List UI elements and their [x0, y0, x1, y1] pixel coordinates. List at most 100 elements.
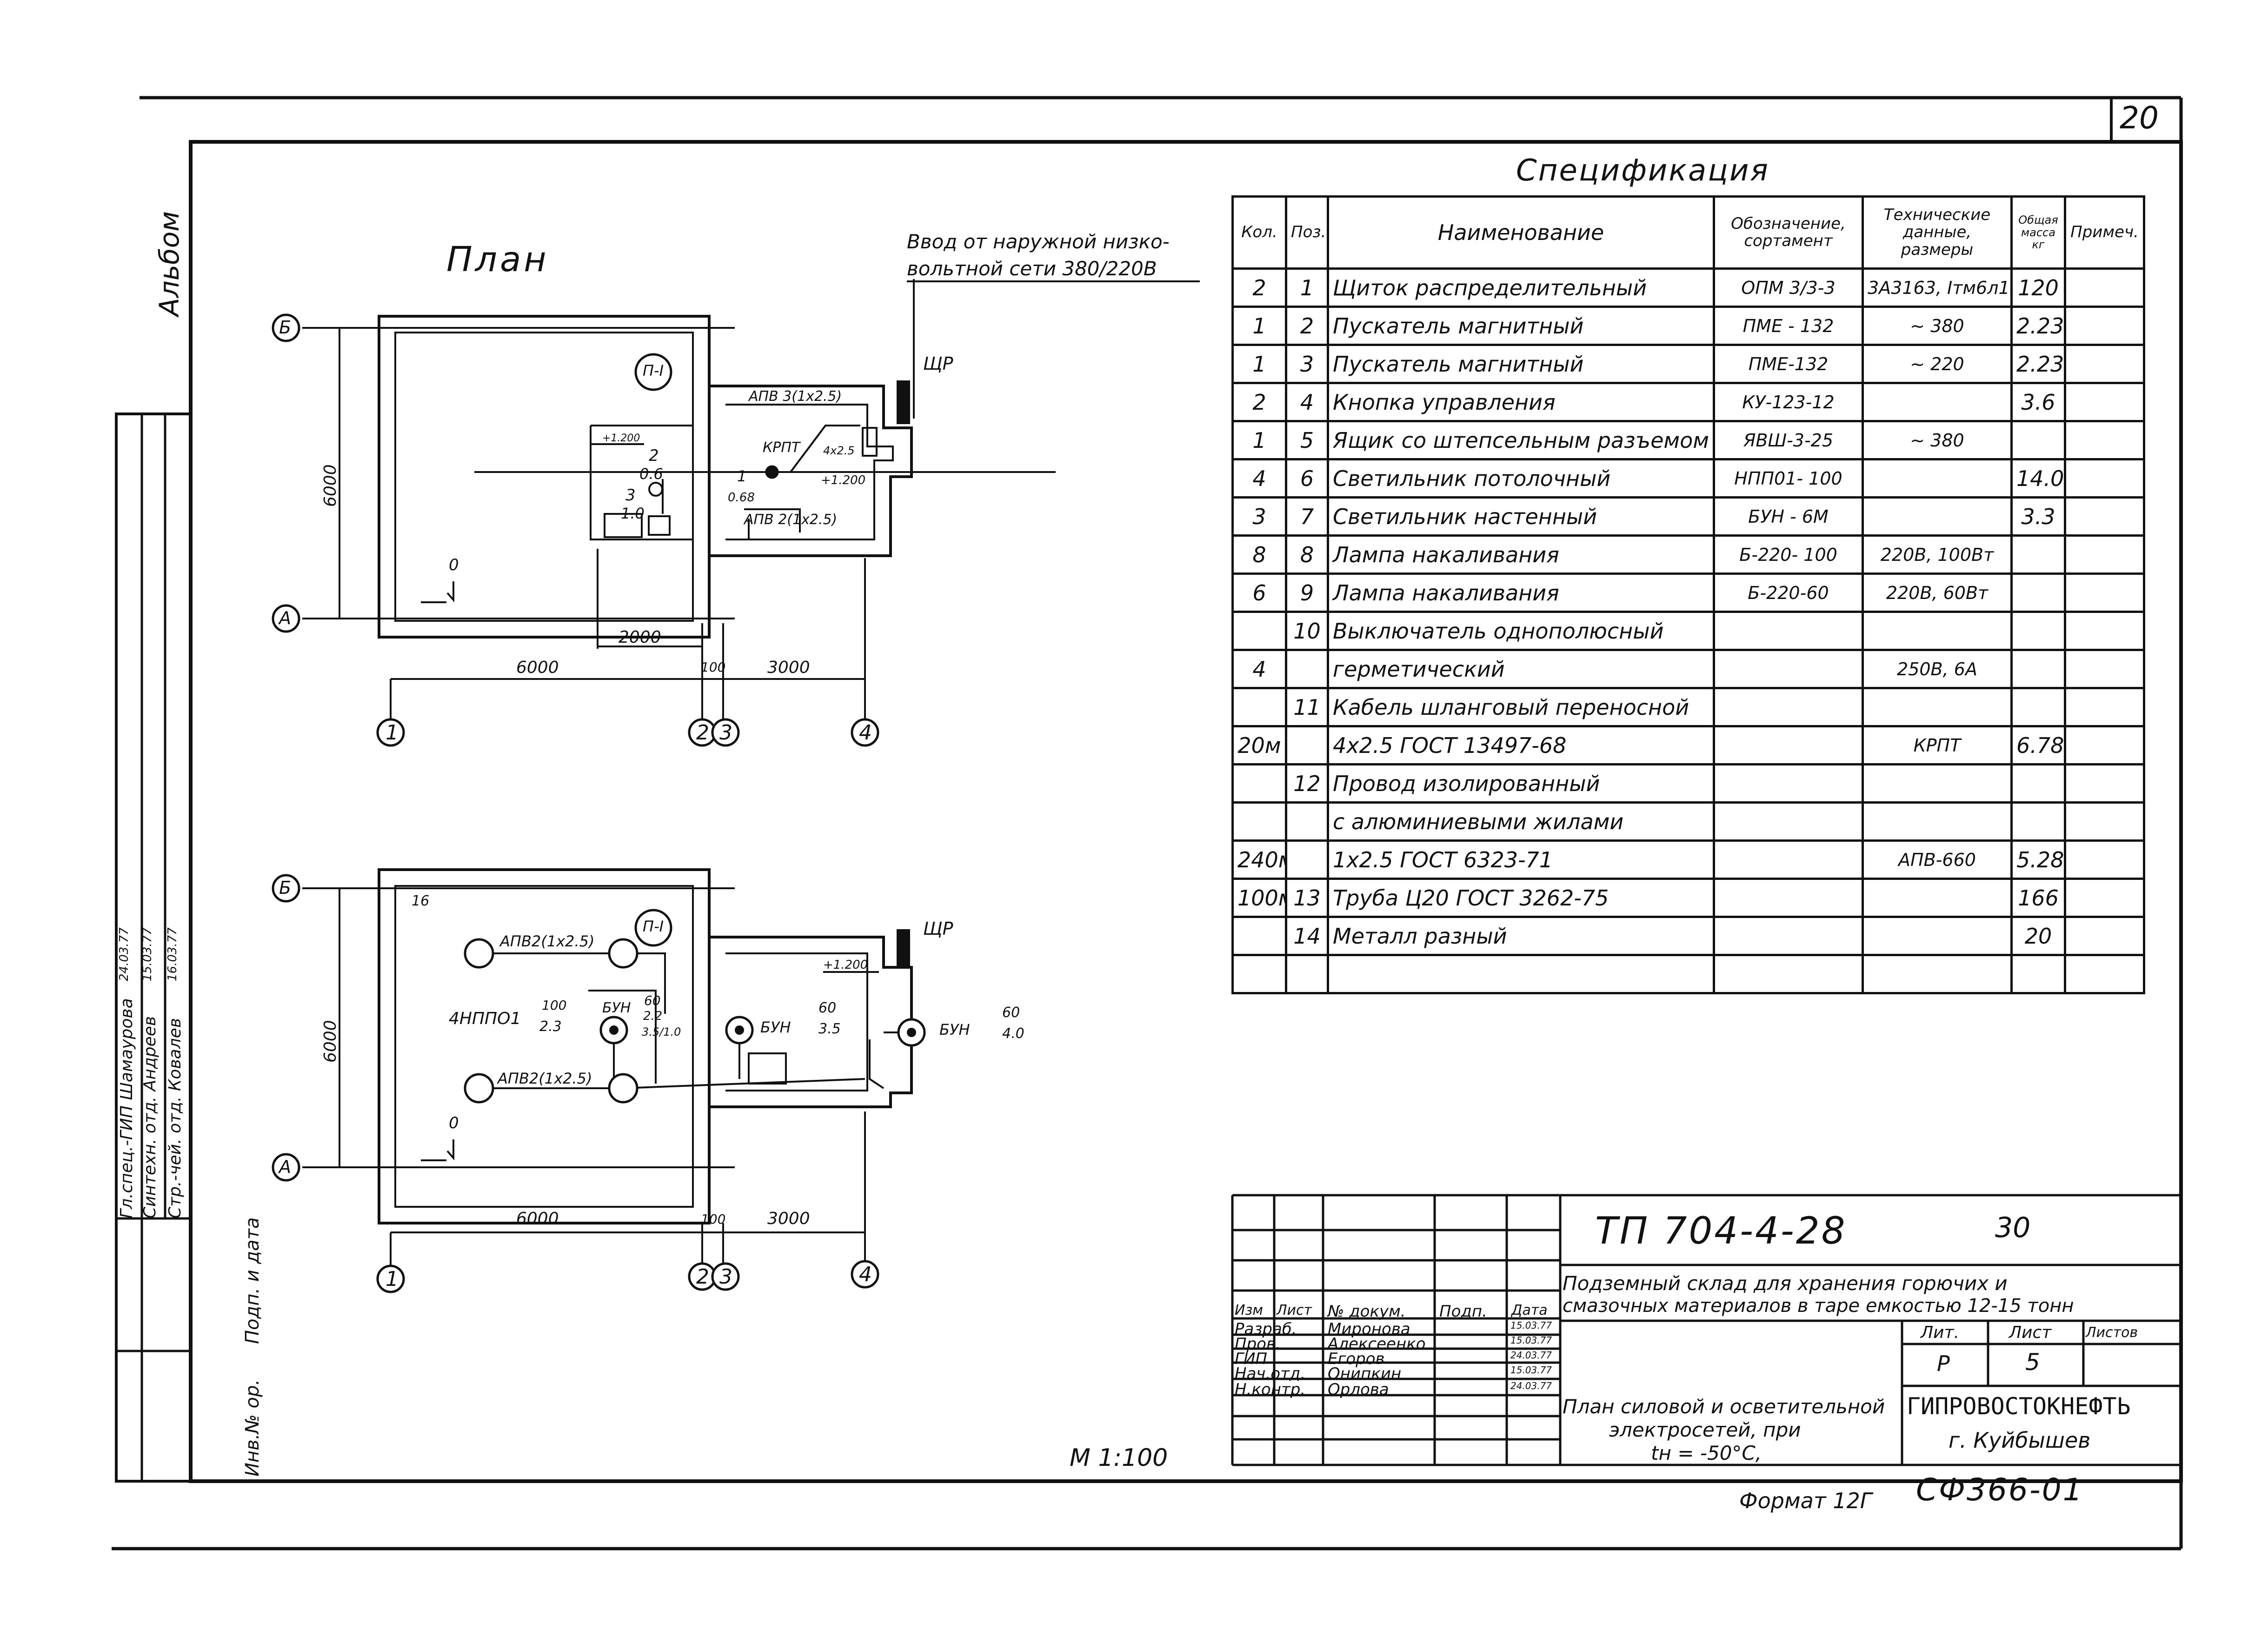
spec-cell: Ящик со штепсельным разъемом — [1327, 420, 1715, 460]
spec-cell: 11 — [1285, 687, 1329, 727]
spec-cell — [1285, 725, 1329, 765]
spec-cell: 3.3 — [2010, 496, 2066, 537]
room-label: П-I — [643, 362, 664, 379]
dimension: 6000 — [321, 1020, 340, 1063]
spec-cell — [2010, 687, 2066, 727]
spec-cell: 5 — [1285, 420, 1329, 460]
spec-cell — [2064, 916, 2145, 956]
spec-cell — [2064, 649, 2145, 689]
spec-cell: 166 — [2010, 878, 2066, 918]
col-header: Изм — [1235, 1302, 1264, 1318]
col-header: Дата — [1511, 1302, 1548, 1318]
spec-header: Кол. — [1231, 195, 1287, 270]
spec-cell — [2064, 878, 2145, 918]
spec-table: Кол. Поз. Наименование Обозначение, сорт… — [1231, 195, 2145, 994]
equipment-label: 1.0 — [621, 505, 645, 522]
spec-cell — [1285, 839, 1329, 880]
staff-date: 24.03.77 — [1510, 1380, 1552, 1391]
krpt-label: КРПТ — [763, 439, 800, 456]
drawing-title-line1: План силовой и осветительной — [1563, 1395, 1885, 1418]
staff-date: 15.03.77 — [1510, 1335, 1552, 1346]
spec-cell: 2 — [1231, 382, 1287, 422]
spec-cell — [1862, 611, 2013, 651]
sheets-label: Листов — [2086, 1324, 2138, 1341]
equipment-label: 2 — [649, 446, 659, 465]
spec-title: Спецификация — [1516, 153, 1769, 188]
lamp-frac-top: 100 — [542, 998, 567, 1013]
spec-cell — [2010, 801, 2066, 842]
spec-cell: Б-220- 100 — [1713, 534, 1864, 575]
staff-date: 24.03.77 — [1510, 1350, 1552, 1361]
staff-name: Миронова — [1328, 1320, 1410, 1338]
staff-role: Нач.отд. — [1235, 1364, 1306, 1383]
spec-cell: 250В, 6А — [1862, 649, 2013, 689]
spec-cell: КРПТ — [1862, 725, 2013, 765]
spec-cell: Пускатель магнитный — [1327, 306, 1715, 346]
byn-value: 3.5/1.0 — [642, 1025, 681, 1038]
panel-label: ЩР — [923, 918, 953, 939]
spec-cell: Выключатель однополюсный — [1327, 611, 1715, 651]
spec-cell: ~ 380 — [1862, 420, 2013, 460]
byn-value: 60 — [644, 993, 661, 1008]
staff-name: Алексеенко — [1328, 1335, 1426, 1353]
spec-cell: Провод изолированный — [1327, 763, 1715, 804]
doc-number: ТП 704-4-28 — [1595, 1209, 1847, 1252]
sheet-number: 20 — [2120, 100, 2159, 136]
spec-cell — [2064, 306, 2145, 346]
byn-label: БУН — [760, 1018, 791, 1036]
spec-cell — [2010, 534, 2066, 575]
spec-header: Общая масса кг — [2010, 195, 2066, 270]
spec-cell: Светильник настенный — [1327, 496, 1715, 537]
spec-cell — [2010, 763, 2066, 804]
spec-header: Технические данные, размеры — [1862, 195, 2013, 270]
spec-cell: 220В, 100Вт — [1862, 534, 2013, 575]
spec-cell: 5.28 — [2010, 839, 2066, 880]
staff-name: Егоров — [1328, 1350, 1385, 1368]
spec-cell — [1862, 878, 2013, 918]
spec-cell — [1862, 916, 2013, 956]
spec-cell: 2 — [1285, 306, 1329, 346]
spec-cell: ЯВШ-3-25 — [1713, 420, 1864, 460]
axis-label: 4 — [859, 721, 872, 745]
spec-header: Поз. — [1285, 195, 1329, 270]
spec-cell: Кабель шланговый переносной — [1327, 687, 1715, 727]
byn-value: 3.5 — [818, 1021, 841, 1037]
sheet-code: СФ366-01 — [1916, 1472, 2084, 1508]
spec-cell — [2064, 267, 2145, 308]
spec-cell: Б-220-60 — [1713, 572, 1864, 613]
spec-cell: 6.78 — [2010, 725, 2066, 765]
dimension: 100 — [701, 659, 726, 675]
spec-cell — [1862, 801, 2013, 842]
spec-cell — [1231, 801, 1287, 842]
spec-cell — [1862, 382, 2013, 422]
equipment-label: 3 — [625, 486, 636, 505]
spec-cell — [2064, 687, 2145, 727]
side-stamp-date: 24.03.77 — [117, 927, 131, 981]
axis-label: Б — [279, 317, 292, 338]
spec-cell — [2010, 649, 2066, 689]
staff-role: Разраб. — [1235, 1320, 1297, 1338]
col-header: Лист — [1277, 1302, 1312, 1318]
input-note-line1: Ввод от наружной низко- — [907, 230, 1170, 253]
spec-cell: 1 — [1285, 267, 1329, 308]
spec-cell: КУ-123-12 — [1713, 382, 1864, 422]
spec-cell: 120 — [2010, 267, 2066, 308]
spec-cell: 2 — [1231, 267, 1287, 308]
spec-cell: 220В, 60Вт — [1862, 572, 2013, 613]
staff-date: 15.03.77 — [1510, 1320, 1552, 1331]
spec-cell — [1862, 763, 2013, 804]
spec-cell — [2010, 420, 2066, 460]
spec-cell — [1713, 801, 1864, 842]
lamp-frac-bot: 2.3 — [539, 1018, 562, 1035]
spec-cell — [1713, 687, 1864, 727]
drawing-title-line2: электросетей, при — [1609, 1418, 1801, 1441]
axis-label: 1 — [386, 721, 399, 745]
spec-row: с алюминиевыми жилами — [1231, 801, 2145, 842]
